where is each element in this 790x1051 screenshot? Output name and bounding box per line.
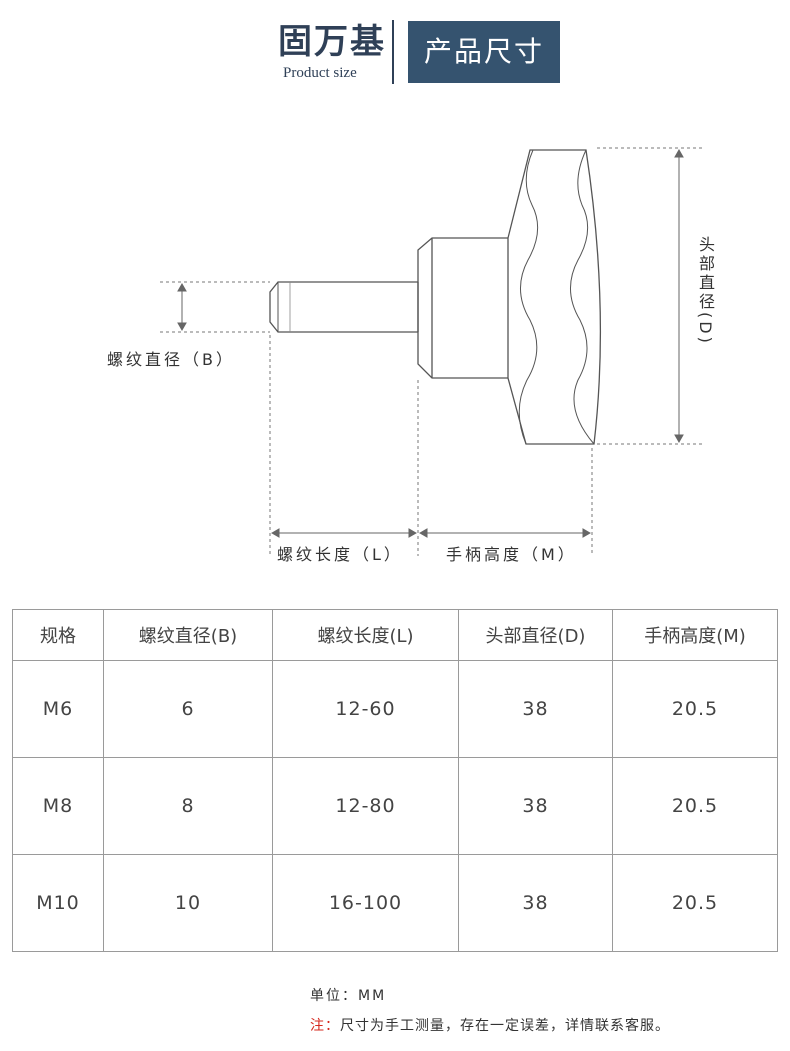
header: 固万基 Product size 产品尺寸: [0, 0, 790, 100]
section-title: 产品尺寸: [408, 21, 560, 83]
table-row: M8 8 12-80 38 20.5: [12, 757, 778, 855]
table-header: 手柄高度(M): [612, 609, 778, 661]
spec-table: 规格 螺纹直径(B) 螺纹长度(L) 头部直径(D) 手柄高度(M) M6 6 …: [12, 609, 778, 952]
table-cell: 20.5: [612, 757, 778, 855]
threaded-shaft: [269, 281, 418, 333]
note-prefix: 注：: [310, 1018, 340, 1034]
table-cell: 38: [458, 757, 613, 855]
brand-tagline: Product size: [283, 65, 357, 81]
brand-logo: 固万基: [278, 22, 386, 62]
hub: [417, 237, 508, 379]
table-cell: 16-100: [272, 854, 459, 952]
unit-note: 单位：MM: [310, 988, 387, 1004]
table-cell: 10: [103, 854, 273, 952]
table-cell: 12-60: [272, 660, 459, 758]
measurement-note: 注：尺寸为手工测量，存在一定误差，详情联系客服。: [310, 1015, 670, 1035]
table-header: 螺纹直径(B): [103, 609, 273, 661]
table-cell: 38: [458, 854, 613, 952]
header-divider: [392, 20, 394, 84]
knob-diagram: [160, 147, 705, 556]
table-cell: M10: [12, 854, 104, 952]
table-header: 头部直径(D): [458, 609, 613, 661]
table-cell: 12-80: [272, 757, 459, 855]
table-header: 规格: [12, 609, 104, 661]
thread-diameter-label: 螺纹直径（B）: [107, 350, 235, 369]
table-cell: 20.5: [612, 660, 778, 758]
table-cell: 20.5: [612, 854, 778, 952]
table-row: M6 6 12-60 38 20.5: [12, 660, 778, 758]
table-cell: M8: [12, 757, 104, 855]
note-text: 尺寸为手工测量，存在一定误差，详情联系客服。: [340, 1018, 670, 1034]
thread-length-label: 螺纹长度（L）: [277, 545, 403, 564]
table-header: 螺纹长度(L): [272, 609, 459, 661]
table-cell: M6: [12, 660, 104, 758]
table-header-row: 规格 螺纹直径(B) 螺纹长度(L) 头部直径(D) 手柄高度(M): [12, 609, 778, 661]
table-cell: 8: [103, 757, 273, 855]
dimension-drawing: 螺纹直径（B） 头部直径(D) 螺纹长度（L） 手柄高度（M）: [0, 110, 790, 580]
handle-head: [507, 149, 602, 445]
table-row: M10 10 16-100 38 20.5: [12, 854, 778, 952]
head-diameter-label: 头部直径(D): [696, 236, 715, 346]
table-cell: 38: [458, 660, 613, 758]
table-cell: 6: [103, 660, 273, 758]
handle-height-label: 手柄高度（M）: [446, 545, 577, 564]
